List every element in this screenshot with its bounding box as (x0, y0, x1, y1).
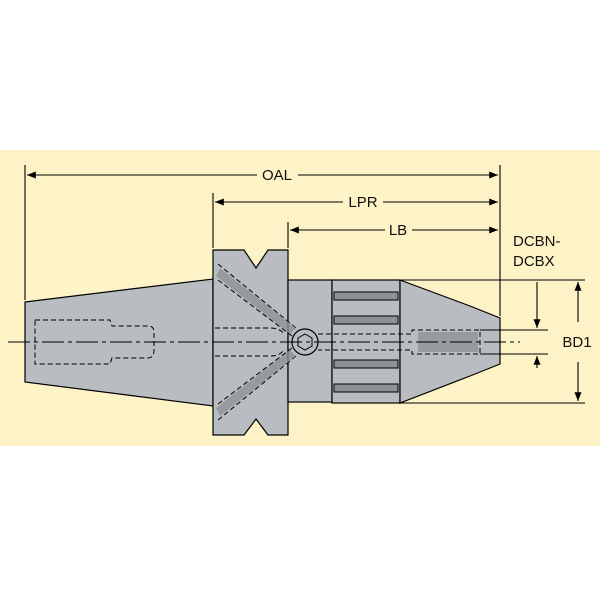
dimension-bd1: BD1 (562, 282, 592, 401)
collet-nut-slots (333, 291, 399, 393)
dimension-oal: OAL (26, 167, 498, 184)
dimension-lb: LB (290, 222, 498, 239)
bd1-label: BD1 (562, 334, 591, 351)
lb-label: LB (389, 222, 407, 239)
flange (212, 249, 289, 436)
dimension-dcbn: DCBN- DCBX (513, 233, 561, 368)
dcbn-label: DCBN- (513, 233, 561, 250)
diagram-panel: OAL LPR LB DCBN- DCBX BD1 (0, 150, 600, 446)
coolant-channels (216, 268, 478, 416)
lpr-label: LPR (348, 194, 377, 211)
oal-label: OAL (262, 167, 292, 184)
dimension-lpr: LPR (215, 194, 498, 211)
dcbx-label: DCBX (513, 253, 555, 270)
dimensions (24, 165, 585, 404)
